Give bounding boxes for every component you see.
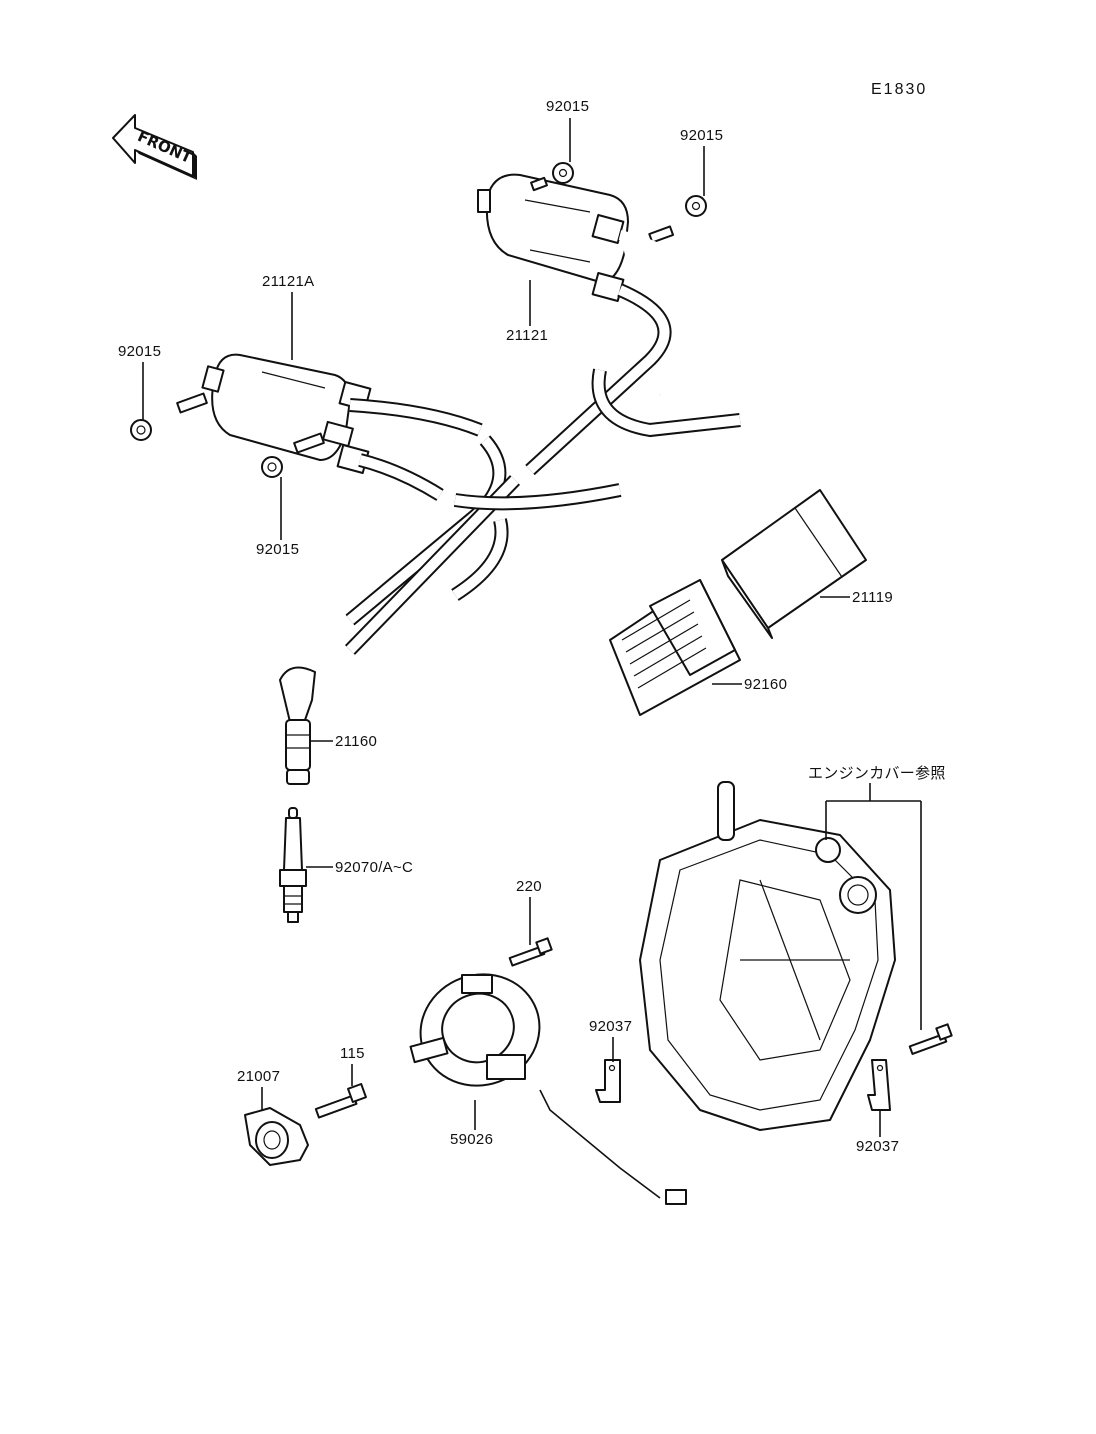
reference-note: エンジンカバー参照: [808, 765, 946, 782]
part-label-115: 115: [340, 1045, 365, 1062]
part-label-21121a: 21121A: [262, 273, 315, 290]
part-label-92160: 92160: [744, 676, 788, 693]
front-arrow-icon: [112, 114, 197, 180]
part-label-92070: 92070/A~C: [335, 859, 414, 876]
bolt-icon: [314, 1083, 367, 1119]
part-label-92015: 92015: [680, 127, 724, 144]
igniter-unit: [721, 489, 867, 639]
part-label-59026: 59026: [450, 1131, 494, 1148]
engine-cover: [639, 781, 896, 1131]
spark-plug-cap: [279, 666, 316, 785]
part-label-21121: 21121: [506, 327, 549, 344]
part-label-92015: 92015: [118, 343, 162, 360]
part-label-92037: 92037: [856, 1138, 900, 1155]
igniter-connector: [609, 579, 741, 716]
spark-plug: [279, 807, 307, 923]
part-label-21119: 21119: [852, 589, 893, 606]
bolt-icon: [508, 937, 553, 967]
leader-lines: [142, 118, 922, 1137]
timing-rotor: [244, 1107, 309, 1166]
part-label-92037: 92037: [589, 1018, 633, 1035]
clamp-icon: [595, 1059, 891, 1111]
ignition-coil-rear: [477, 173, 675, 302]
part-label-220: 220: [516, 878, 542, 895]
pickup-coil: [409, 973, 687, 1205]
bolt-icon: [908, 1023, 953, 1055]
ignition-coil-front: [176, 353, 372, 474]
nut-icon: [130, 162, 707, 478]
ignition-leads: [344, 230, 741, 655]
diagram-code: E1830: [871, 81, 928, 98]
part-label-92015: 92015: [546, 98, 590, 115]
part-label-21160: 21160: [335, 733, 378, 750]
part-label-92015: 92015: [256, 541, 300, 558]
part-label-21007: 21007: [237, 1068, 281, 1085]
